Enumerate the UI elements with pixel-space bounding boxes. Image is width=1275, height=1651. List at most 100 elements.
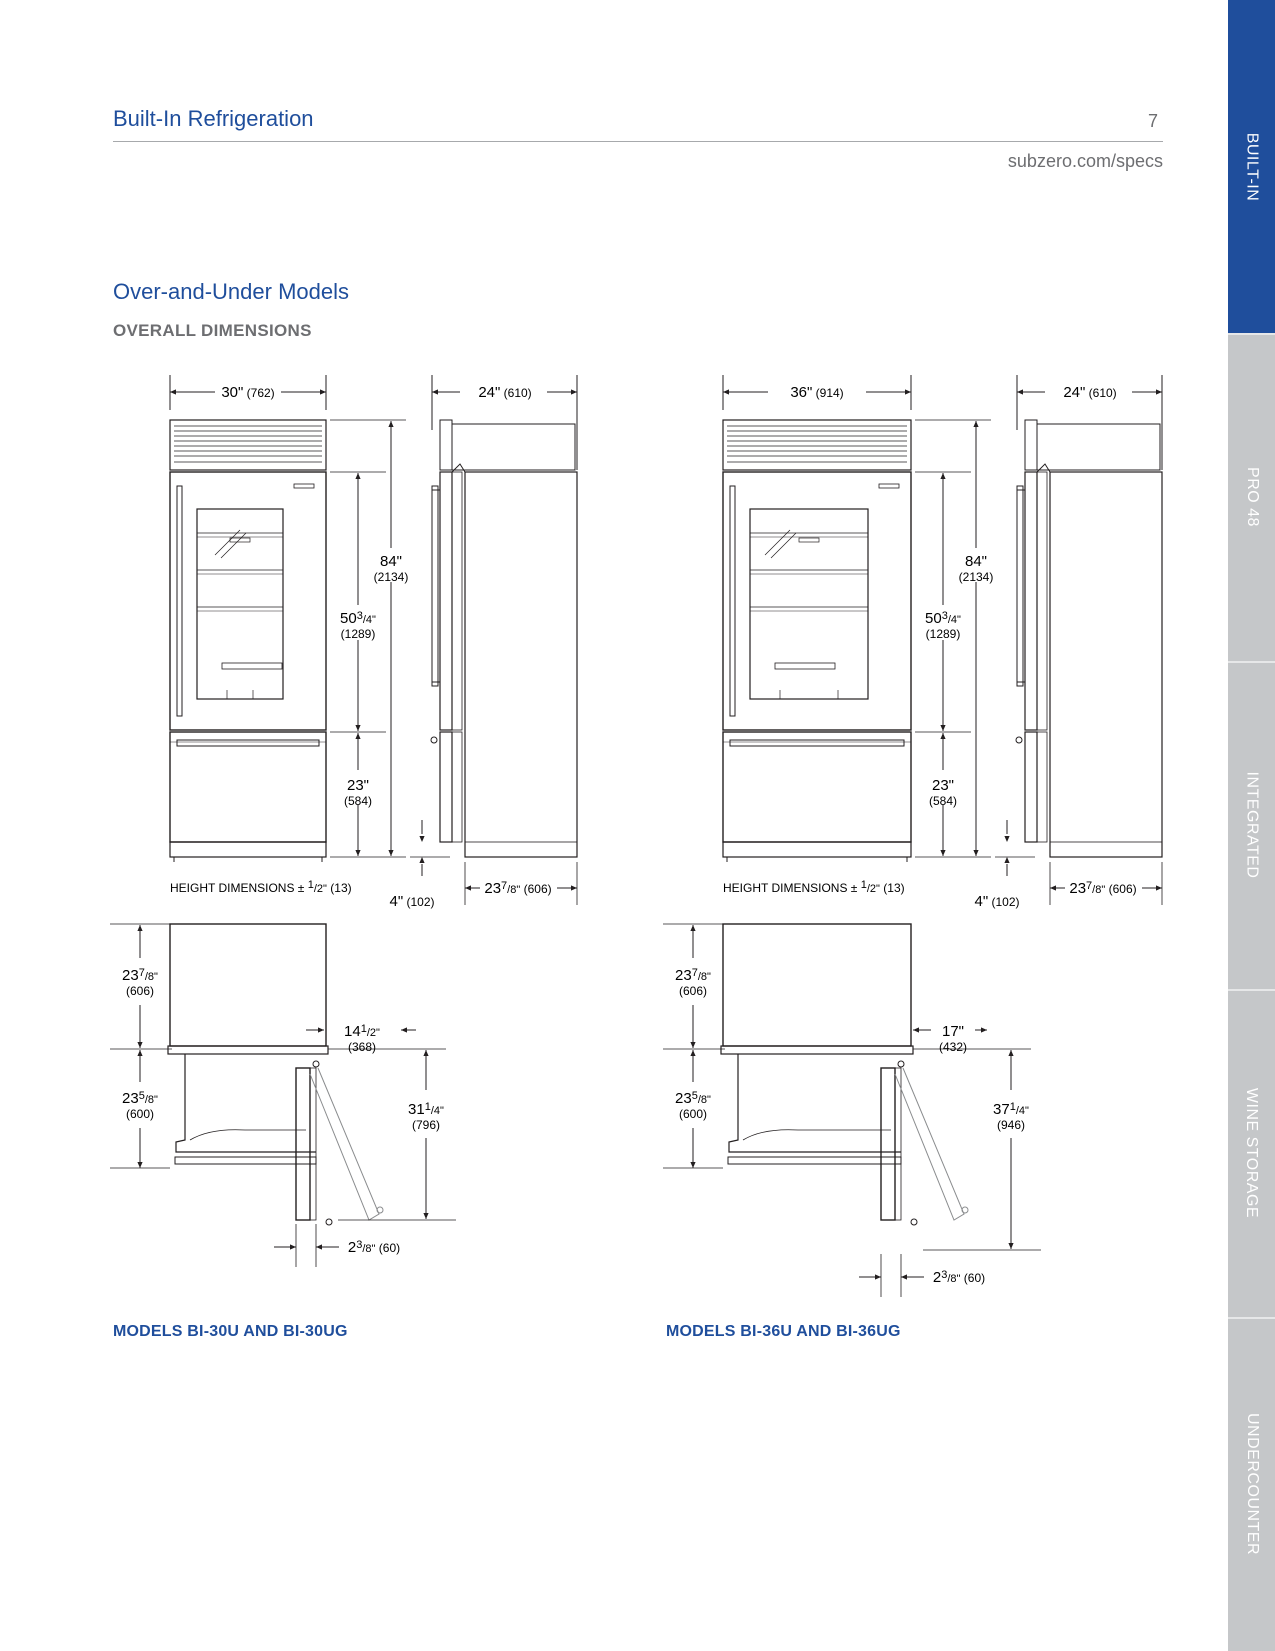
dimension-text-part: 3 <box>357 610 363 622</box>
side-handle <box>1016 485 1024 687</box>
refrigerator-door <box>169 471 327 731</box>
dimension-text-part: (13) <box>327 881 352 895</box>
side-grille-box <box>1036 423 1161 471</box>
glass-glint <box>764 529 791 556</box>
dimension-arrowhead <box>423 1050 429 1056</box>
dimension-arrowhead <box>981 1027 987 1033</box>
dimension-text-part: 8" <box>148 1094 158 1106</box>
dimension-arrowhead <box>137 1050 143 1056</box>
dimension-text-part: 50 <box>340 610 357 627</box>
dimension-text-part: / <box>314 883 318 895</box>
dimension-text-part: 4" <box>1019 1105 1029 1117</box>
side-toe-kick <box>1049 841 1163 858</box>
page-header-title: Built-In Refrigeration <box>113 106 314 131</box>
sidebar-tab-pro-48[interactable]: PRO 48 <box>1228 333 1275 661</box>
dimension-text-part: / <box>363 614 367 626</box>
specs-url[interactable]: subzero.com/specs <box>1007 151 1163 171</box>
dimension-text-part: 23 <box>675 967 692 984</box>
door-swing-ghost <box>309 1067 380 1221</box>
dimension-arrowhead <box>905 389 911 395</box>
dimension-arrowhead <box>875 1274 881 1280</box>
dimension-arrowhead <box>571 885 577 891</box>
plan-depth-label-mm: (606) <box>679 984 707 998</box>
dimension-text-part: 23 <box>122 967 139 984</box>
dimension-arrowhead <box>355 473 361 479</box>
section-title: Over-and-Under Models <box>113 279 349 304</box>
dimension-text-part: 8" <box>148 971 158 983</box>
sidebar-tab-wine-storage[interactable]: WINE STORAGE <box>1228 989 1275 1317</box>
toe-kick <box>722 841 912 858</box>
dimension-arrowhead <box>419 857 425 863</box>
drawer-handle-knob <box>430 736 438 744</box>
toe-kick-label: 4" (102) <box>389 893 434 910</box>
plan-door-edge <box>167 1045 329 1055</box>
side-handle <box>431 485 439 687</box>
glass-glint <box>214 529 241 556</box>
grille <box>722 419 912 471</box>
side-drawer-gasket <box>1036 731 1048 843</box>
dimension-text-part: 2" <box>870 883 880 895</box>
model-caption-30: MODELS BI-30U AND BI-30UG <box>113 1323 348 1340</box>
open-door-edge <box>309 1067 317 1221</box>
dimension-text-part: / <box>145 971 149 983</box>
dimension-arrowhead <box>940 473 946 479</box>
dimension-text-part: 30" <box>221 384 243 401</box>
open-door-edge <box>894 1067 902 1221</box>
dimension-text-part: 8" <box>365 1243 375 1255</box>
case-depth-label: 237/8" (606) <box>1069 880 1136 897</box>
side-door-gasket <box>451 471 463 731</box>
fridge-height-label: 503/4" <box>925 610 961 627</box>
dimension-arrowhead <box>137 1162 143 1168</box>
drawer-basket <box>742 1129 891 1141</box>
dimension-text-part: 14 <box>344 1023 361 1040</box>
sidebar-tab-undercounter[interactable]: UNDERCOUNTER <box>1228 1317 1275 1651</box>
dimension-text-part: / <box>698 1094 702 1106</box>
dimension-arrowhead <box>320 389 326 395</box>
door-clearance-mm: (368) <box>348 1040 376 1054</box>
dimension-arrowhead <box>137 925 143 931</box>
dimension-text-part: / <box>1016 1105 1020 1117</box>
open-drawer-outline <box>175 1054 316 1153</box>
dimension-text-part: / <box>431 1105 435 1117</box>
dimension-text-part: 2" <box>317 883 327 895</box>
model-caption-36: MODELS BI-36U AND BI-36UG <box>666 1323 901 1340</box>
dimension-text-part: 8" <box>701 971 711 983</box>
door-swing-label: 371/4" <box>993 1101 1029 1118</box>
dimension-arrowhead <box>1004 857 1010 863</box>
dimension-text-part: 1 <box>1010 1101 1016 1113</box>
freezer-height-label: 23" <box>932 777 954 794</box>
dimension-text-part: (60) <box>375 1241 400 1255</box>
swing-handle-ghost <box>961 1206 969 1214</box>
dimension-text-part: 1 <box>308 879 314 891</box>
dimension-arrowhead <box>170 389 176 395</box>
shelf-label <box>798 537 820 543</box>
dimension-arrowhead <box>973 421 979 427</box>
width-label: 30" (762) <box>221 384 274 401</box>
dimension-arrowhead <box>1004 836 1010 842</box>
dimension-arrowhead <box>913 1027 919 1033</box>
side-depth-label: 24" (610) <box>1063 384 1116 401</box>
dimension-text-part: (762) <box>243 386 274 400</box>
dimension-text-part: 24" <box>478 384 500 401</box>
dimension-text-part: HEIGHT DIMENSIONS ± <box>723 881 861 895</box>
side-drawer-profile <box>1024 731 1038 843</box>
dimension-text-part: (606) <box>1105 882 1136 896</box>
dimension-text-part: 50 <box>925 610 942 627</box>
fridge-height-label-mm: (1289) <box>341 627 376 641</box>
dimension-text-part: 5 <box>139 1090 145 1102</box>
door-swing-label-mm: (796) <box>412 1118 440 1132</box>
dimension-text-part: 4" <box>951 614 961 626</box>
header-divider <box>113 141 1163 142</box>
sidebar-tab-integrated[interactable]: INTEGRATED <box>1228 661 1275 989</box>
dimension-text-part: 7 <box>139 967 145 979</box>
dimension-arrowhead <box>401 1027 407 1033</box>
sidebar-tab-built-in[interactable]: BUILT-IN <box>1228 0 1275 333</box>
dimension-arrowhead <box>1008 1243 1014 1249</box>
dimension-text-part: (606) <box>520 882 551 896</box>
dimension-arrowhead <box>419 836 425 842</box>
height-tolerance-note: HEIGHT DIMENSIONS ± 1/2" (13) <box>170 879 352 895</box>
tab-divider <box>1228 989 1275 991</box>
side-drawer-gasket <box>451 731 463 843</box>
glass-glint <box>220 532 247 559</box>
